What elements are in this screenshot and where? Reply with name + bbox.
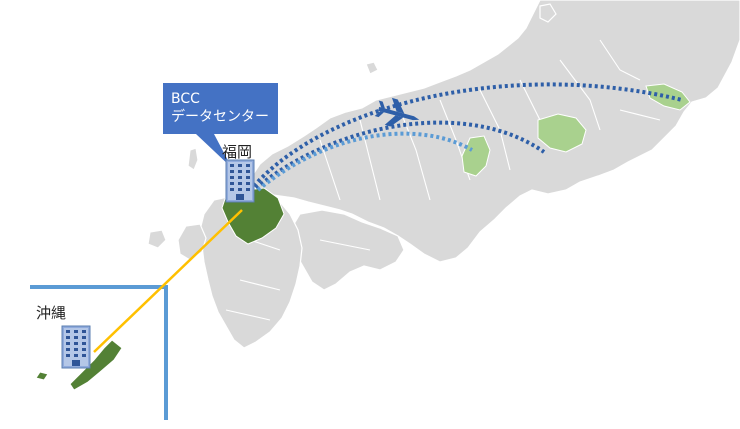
honshu-landmass	[251, 0, 740, 263]
route-osaka	[256, 131, 473, 192]
bcc-callout-shape	[163, 83, 278, 168]
bcc-callout-label: BCC データセンター	[165, 86, 275, 130]
okinawa-label: 沖縄	[36, 304, 67, 322]
okinawa-main-island	[69, 339, 123, 391]
sado-island	[539, 3, 557, 23]
route-tokyo	[252, 82, 683, 188]
callout-line-1: BCC	[171, 91, 200, 107]
airplane-icon	[374, 97, 420, 127]
fukuoka-label: 福岡	[222, 143, 253, 161]
okinawa-fukuoka-link	[93, 209, 243, 353]
route-nagoya	[254, 120, 546, 190]
okinawa-small-island	[35, 371, 49, 381]
okinawa-inset-frame	[30, 285, 168, 420]
nagasaki-peninsula	[177, 223, 207, 261]
callout-line-2: データセンター	[171, 109, 269, 125]
oki-island	[365, 61, 379, 75]
aichi-region	[537, 113, 587, 153]
building-icon	[225, 159, 255, 203]
osaka-region	[461, 135, 491, 177]
building-icon	[61, 325, 91, 369]
goto-islands	[147, 229, 167, 249]
tsushima-island	[187, 147, 199, 171]
